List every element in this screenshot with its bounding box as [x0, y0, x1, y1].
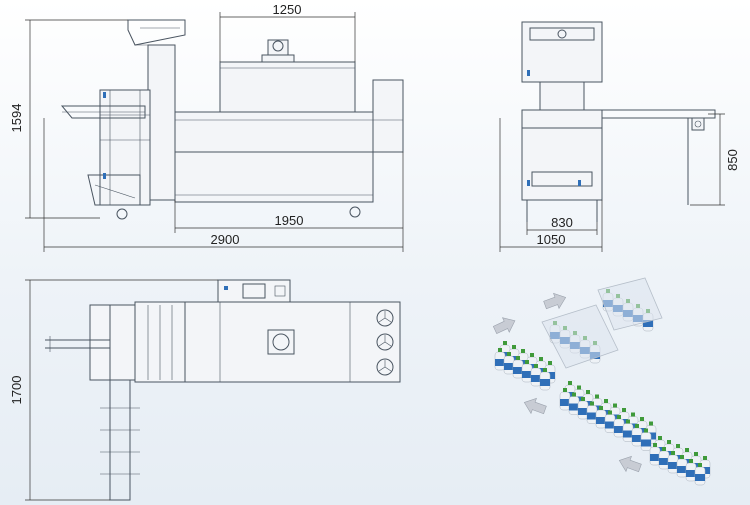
- main-body-upper: [174, 111, 404, 153]
- lower-conveyor: [109, 379, 131, 501]
- film-roll-holder: [87, 174, 141, 206]
- bottle-icon: [539, 368, 551, 391]
- bottle-icon: [640, 428, 652, 451]
- motor-icon: [557, 29, 567, 39]
- front-lower: [521, 127, 603, 201]
- flow-arrow-icon: [523, 397, 547, 415]
- front-window: [539, 81, 585, 111]
- dim-850: 850: [690, 113, 740, 206]
- dim-1250: 1250: [219, 2, 356, 62]
- wheel-icon: [349, 206, 361, 218]
- bottle-icon: [694, 463, 706, 486]
- dim-label-1250: 1250: [273, 2, 302, 17]
- dim-label-850: 850: [725, 149, 740, 171]
- dim-1594: 1594: [9, 19, 128, 219]
- bottle-icon: [613, 415, 625, 438]
- film-wrap: [597, 277, 663, 331]
- dim-label-1950: 1950: [275, 213, 304, 228]
- motor-icon: [261, 39, 295, 63]
- dim-label-2900: 2900: [211, 232, 240, 247]
- wheel-icon: [116, 208, 128, 220]
- bottle-icon: [622, 419, 634, 442]
- dim-830: 830: [526, 215, 598, 235]
- film-wrap: [541, 304, 619, 369]
- dim-1950: 1950: [174, 152, 404, 233]
- dim-1700: 1700: [9, 279, 218, 501]
- flow-arrow-icon: [618, 455, 642, 473]
- tunnel-top-view: [184, 301, 401, 383]
- column: [147, 44, 176, 201]
- fan-icon: [376, 333, 394, 351]
- infeed-conveyor: [60, 105, 146, 119]
- dim-label-1050: 1050: [537, 232, 566, 247]
- bottle-icon: [494, 348, 506, 371]
- fan-icon: [272, 333, 290, 351]
- tunnel-top: [219, 61, 356, 113]
- bottle-icon: [521, 360, 533, 383]
- side-view: 1250 1594 1950 2900: [9, 2, 404, 252]
- process-illustration: [492, 277, 711, 486]
- fan-icon: [376, 358, 394, 376]
- control-panel: [217, 279, 291, 303]
- bottle-icon: [595, 406, 607, 429]
- infeed-frame: [99, 89, 151, 206]
- fan-icon: [376, 309, 394, 327]
- dim-1050: 1050: [499, 118, 603, 252]
- dim-label-1700: 1700: [9, 376, 24, 405]
- bottle-icon: [559, 388, 571, 411]
- feeder-head: [127, 19, 186, 46]
- bottle-icon: [658, 447, 670, 470]
- dim-2900: 2900: [43, 118, 404, 252]
- flow-arrow-icon: [492, 317, 516, 335]
- bottle-icon: [667, 451, 679, 474]
- dim-label-1594: 1594: [9, 104, 24, 133]
- flow-arrow-icon: [543, 292, 567, 310]
- outfeed-conveyor: [601, 109, 716, 119]
- main-body-lower: [174, 151, 374, 203]
- dim-label-830: 830: [551, 215, 573, 230]
- front-view: 850 830 1050: [499, 21, 740, 252]
- side-panel: [372, 79, 404, 153]
- bottle-icon: [649, 443, 661, 466]
- top-view: 1700: [9, 279, 401, 501]
